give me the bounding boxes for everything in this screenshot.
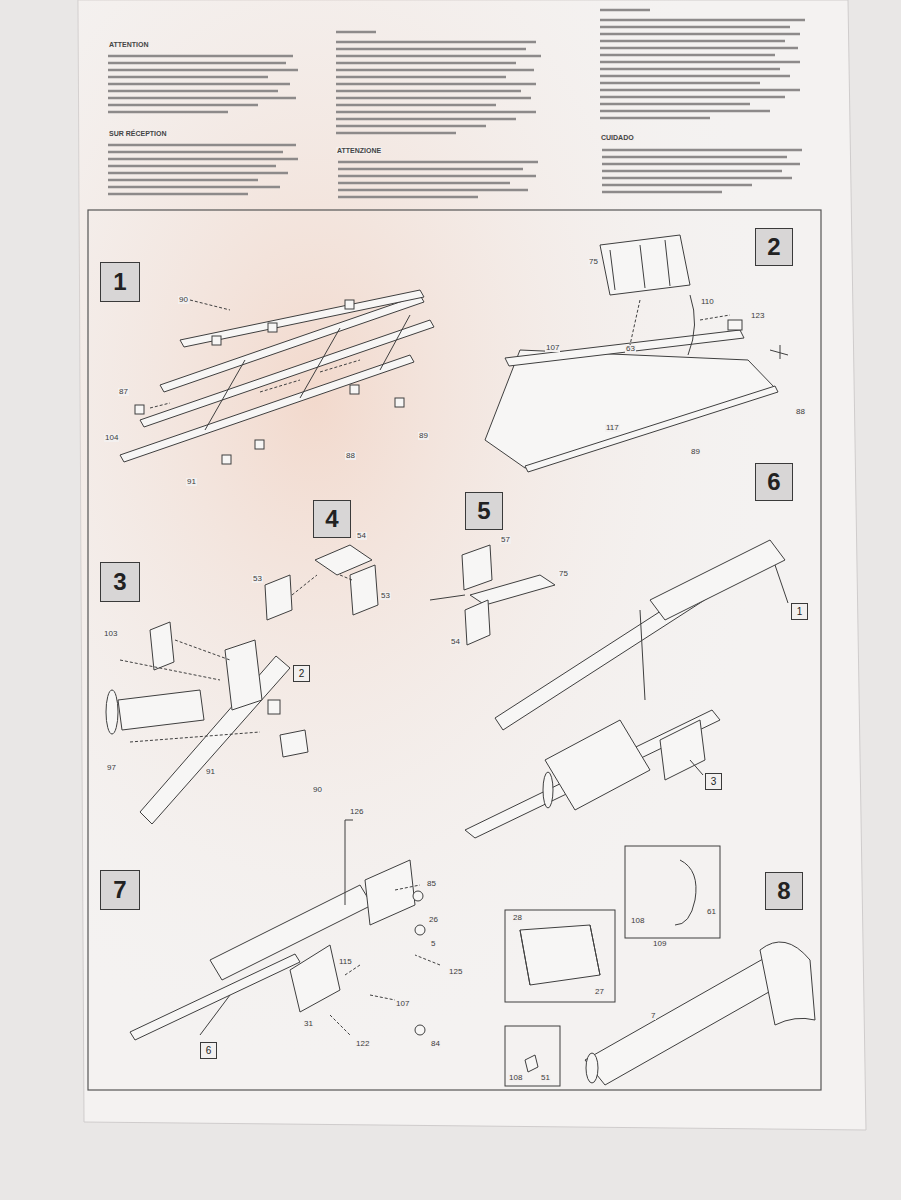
callout-number: 27 (594, 988, 605, 996)
step-number-box: 8 (765, 872, 803, 910)
section-heading: SUR RÉCEPTION (108, 130, 168, 137)
callout-number: 108 (630, 917, 645, 925)
steps-frame (88, 210, 821, 1090)
callout-number: 54 (356, 532, 367, 540)
step-number-box: 5 (465, 492, 503, 530)
callout-number: 104 (104, 434, 119, 442)
callout-number: 89 (418, 432, 429, 440)
step-number-box: 7 (100, 870, 140, 910)
step-number: 4 (325, 507, 338, 531)
callout-number: 125 (448, 968, 463, 976)
callout-number: 84 (430, 1040, 441, 1048)
callout-number: 5 (430, 940, 436, 948)
step8-shield-parts (505, 846, 815, 1086)
step-number-box: 3 (100, 562, 140, 602)
callout-number: 90 (312, 786, 323, 794)
callout-number: 123 (750, 312, 765, 320)
step-number: 6 (206, 1046, 212, 1056)
step-number: 1 (113, 270, 126, 294)
paper-light (78, 0, 866, 1130)
callout-number: 117 (605, 424, 620, 432)
callout-number: 7 (650, 1012, 656, 1020)
callout-number: 110 (700, 298, 715, 306)
callout-number: 97 (106, 764, 117, 772)
callout-number: 28 (512, 914, 523, 922)
section-heading: ATTENZIONE (336, 147, 382, 154)
section-heading: CUIDADO (600, 134, 635, 141)
step1-frame-parts (120, 290, 434, 464)
step4-bracket-parts (265, 545, 378, 620)
callout-number: 51 (540, 1074, 551, 1082)
callout-number: 91 (205, 768, 216, 776)
step3-carriage-parts (106, 622, 308, 824)
subassembly-reference-box: 3 (705, 773, 722, 790)
step-number: 5 (477, 499, 490, 523)
step-number: 3 (113, 570, 126, 594)
subassembly-reference-box: 6 (200, 1042, 217, 1059)
callout-number: 87 (118, 388, 129, 396)
callout-number: 53 (252, 575, 263, 583)
callout-number: 126 (349, 808, 364, 816)
callout-number: 85 (426, 880, 437, 888)
subassembly-reference-box: 2 (293, 665, 310, 682)
step-number-box: 2 (755, 228, 793, 266)
step-number: 2 (299, 669, 305, 679)
callout-number: 103 (103, 630, 118, 638)
step7-barrel-assembly (130, 820, 440, 1040)
callout-number: 26 (428, 916, 439, 924)
section-heading: ATTENTION (108, 41, 150, 48)
step6-gun-assembly (465, 540, 788, 838)
step5-bracket-parts (430, 545, 555, 645)
callout-number: 88 (795, 408, 806, 416)
step-number-box: 1 (100, 262, 140, 302)
step-number: 8 (777, 879, 790, 903)
callout-number: 89 (690, 448, 701, 456)
callout-number: 75 (558, 570, 569, 578)
callout-number: 57 (500, 536, 511, 544)
step-number-box: 4 (313, 500, 351, 538)
callout-number: 75 (588, 258, 599, 266)
callout-number: 90 (178, 296, 189, 304)
callout-number: 91 (186, 478, 197, 486)
step-number: 3 (711, 777, 717, 787)
callout-number: 115 (338, 958, 353, 966)
callout-number: 88 (345, 452, 356, 460)
step2-chassis-parts (485, 235, 788, 472)
callout-number: 107 (545, 344, 560, 352)
paper-sheet (78, 0, 866, 1130)
step-number: 7 (113, 878, 126, 902)
callout-number: 108 (508, 1074, 523, 1082)
callout-number: 107 (395, 1000, 410, 1008)
callout-number: 31 (303, 1020, 314, 1028)
illegible-text-lines (108, 10, 805, 197)
callout-number: 53 (380, 592, 391, 600)
step-number: 6 (767, 470, 780, 494)
callout-number: 63 (625, 345, 636, 353)
callout-number: 109 (652, 940, 667, 948)
step-number: 2 (767, 235, 780, 259)
step-number: 1 (797, 607, 803, 617)
callout-number: 54 (450, 638, 461, 646)
callout-number: 122 (355, 1040, 370, 1048)
step-number-box: 6 (755, 463, 793, 501)
callout-number: 61 (706, 908, 717, 916)
subassembly-reference-box: 1 (791, 603, 808, 620)
